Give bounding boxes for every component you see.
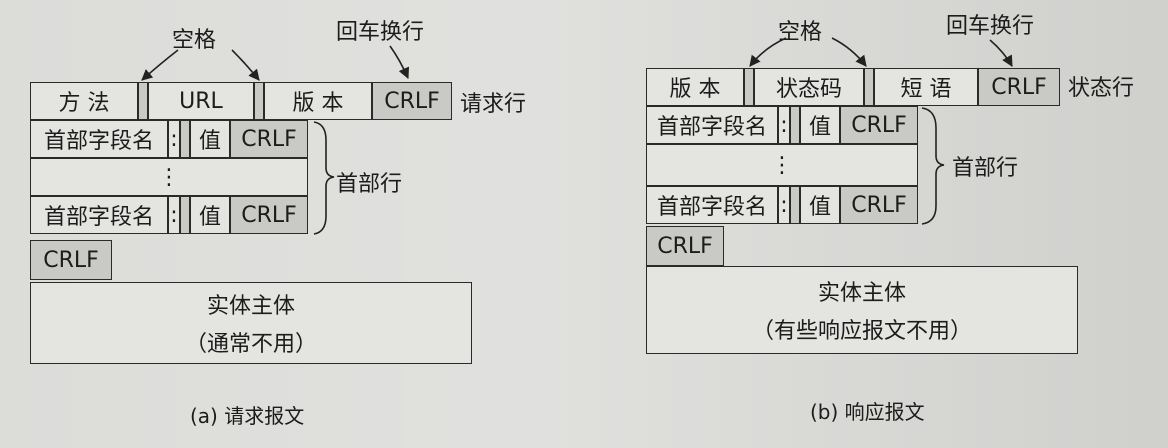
request-blank-line-crlf: CRLF bbox=[30, 240, 112, 280]
request-space-arrow-left bbox=[141, 49, 179, 81]
response-blank-line-crlf: CRLF bbox=[646, 226, 724, 266]
response-header-space-2 bbox=[790, 186, 800, 224]
request-space-gap-1 bbox=[138, 82, 148, 120]
response-header-colon-1: : bbox=[778, 106, 790, 144]
request-header-ellipsis-row: ⋮ bbox=[30, 158, 308, 196]
response-header-brace-label: 首部行 bbox=[952, 156, 1019, 181]
response-header-crlf-1: CRLF bbox=[840, 106, 918, 144]
request-line-label: 请求行 bbox=[460, 92, 527, 117]
response-line-label: 状态行 bbox=[1068, 76, 1135, 101]
response-header-name-2: 首部字段名 bbox=[646, 186, 778, 224]
request-header-crlf-2: CRLF bbox=[230, 196, 308, 234]
request-entity-body: 实体主体 （通常不用） bbox=[30, 282, 472, 364]
request-header-value-2: 值 bbox=[190, 196, 230, 234]
response-line-crlf: CRLF bbox=[978, 68, 1060, 106]
response-version-field: 版 本 bbox=[646, 68, 744, 106]
request-url-field: URL bbox=[148, 82, 254, 120]
response-entity-body: 实体主体 （有些响应报文不用） bbox=[646, 266, 1078, 354]
response-entity-body-title: 实体主体 bbox=[817, 281, 906, 306]
request-crlf-callout: 回车换行 bbox=[336, 20, 425, 45]
request-method-field: 方 法 bbox=[30, 82, 138, 120]
request-entity-body-title: 实体主体 bbox=[206, 294, 295, 319]
response-header-colon-2: : bbox=[778, 186, 790, 224]
response-status-code-field: 状态码 bbox=[754, 68, 864, 106]
request-header-colon-2: : bbox=[168, 196, 180, 234]
response-caption: (b) 响应报文 bbox=[810, 400, 925, 424]
request-space-gap-2 bbox=[254, 82, 264, 120]
request-entity-body-note: （通常不用） bbox=[184, 332, 317, 357]
request-header-brace bbox=[313, 121, 335, 235]
request-header-space-1 bbox=[180, 120, 190, 158]
request-space-arrow-right bbox=[231, 49, 260, 81]
response-phrase-field: 短 语 bbox=[874, 68, 978, 106]
response-header-value-2: 值 bbox=[800, 186, 840, 224]
request-header-name-1: 首部字段名 bbox=[30, 120, 168, 158]
request-caption: (a) 请求报文 bbox=[190, 404, 305, 428]
response-space-gap-1 bbox=[744, 68, 754, 106]
response-space-callout: 空格 bbox=[778, 20, 823, 45]
request-crlf-arrow bbox=[389, 45, 410, 80]
response-space-arrow-right bbox=[831, 37, 867, 67]
request-space-callout: 空格 bbox=[172, 28, 217, 53]
response-crlf-arrow bbox=[989, 39, 1013, 67]
request-version-field: 版 本 bbox=[264, 82, 372, 120]
response-crlf-callout: 回车换行 bbox=[946, 14, 1035, 39]
request-header-brace-label: 首部行 bbox=[336, 172, 403, 197]
response-header-space-1 bbox=[790, 106, 800, 144]
request-header-crlf-1: CRLF bbox=[230, 120, 308, 158]
response-header-name-1: 首部字段名 bbox=[646, 106, 778, 144]
response-entity-body-note: （有些响应报文不用） bbox=[751, 319, 972, 344]
response-header-crlf-2: CRLF bbox=[840, 186, 918, 224]
request-line-crlf: CRLF bbox=[372, 82, 452, 120]
request-header-name-2: 首部字段名 bbox=[30, 196, 168, 234]
response-header-brace bbox=[921, 107, 945, 225]
request-header-space-2 bbox=[180, 196, 190, 234]
response-header-ellipsis-row: ⋮ bbox=[646, 144, 918, 186]
request-header-value-1: 值 bbox=[190, 120, 230, 158]
response-header-value-1: 值 bbox=[800, 106, 840, 144]
request-header-colon-1: : bbox=[168, 120, 180, 158]
response-space-gap-2 bbox=[864, 68, 874, 106]
response-space-arrow-left bbox=[749, 37, 787, 67]
